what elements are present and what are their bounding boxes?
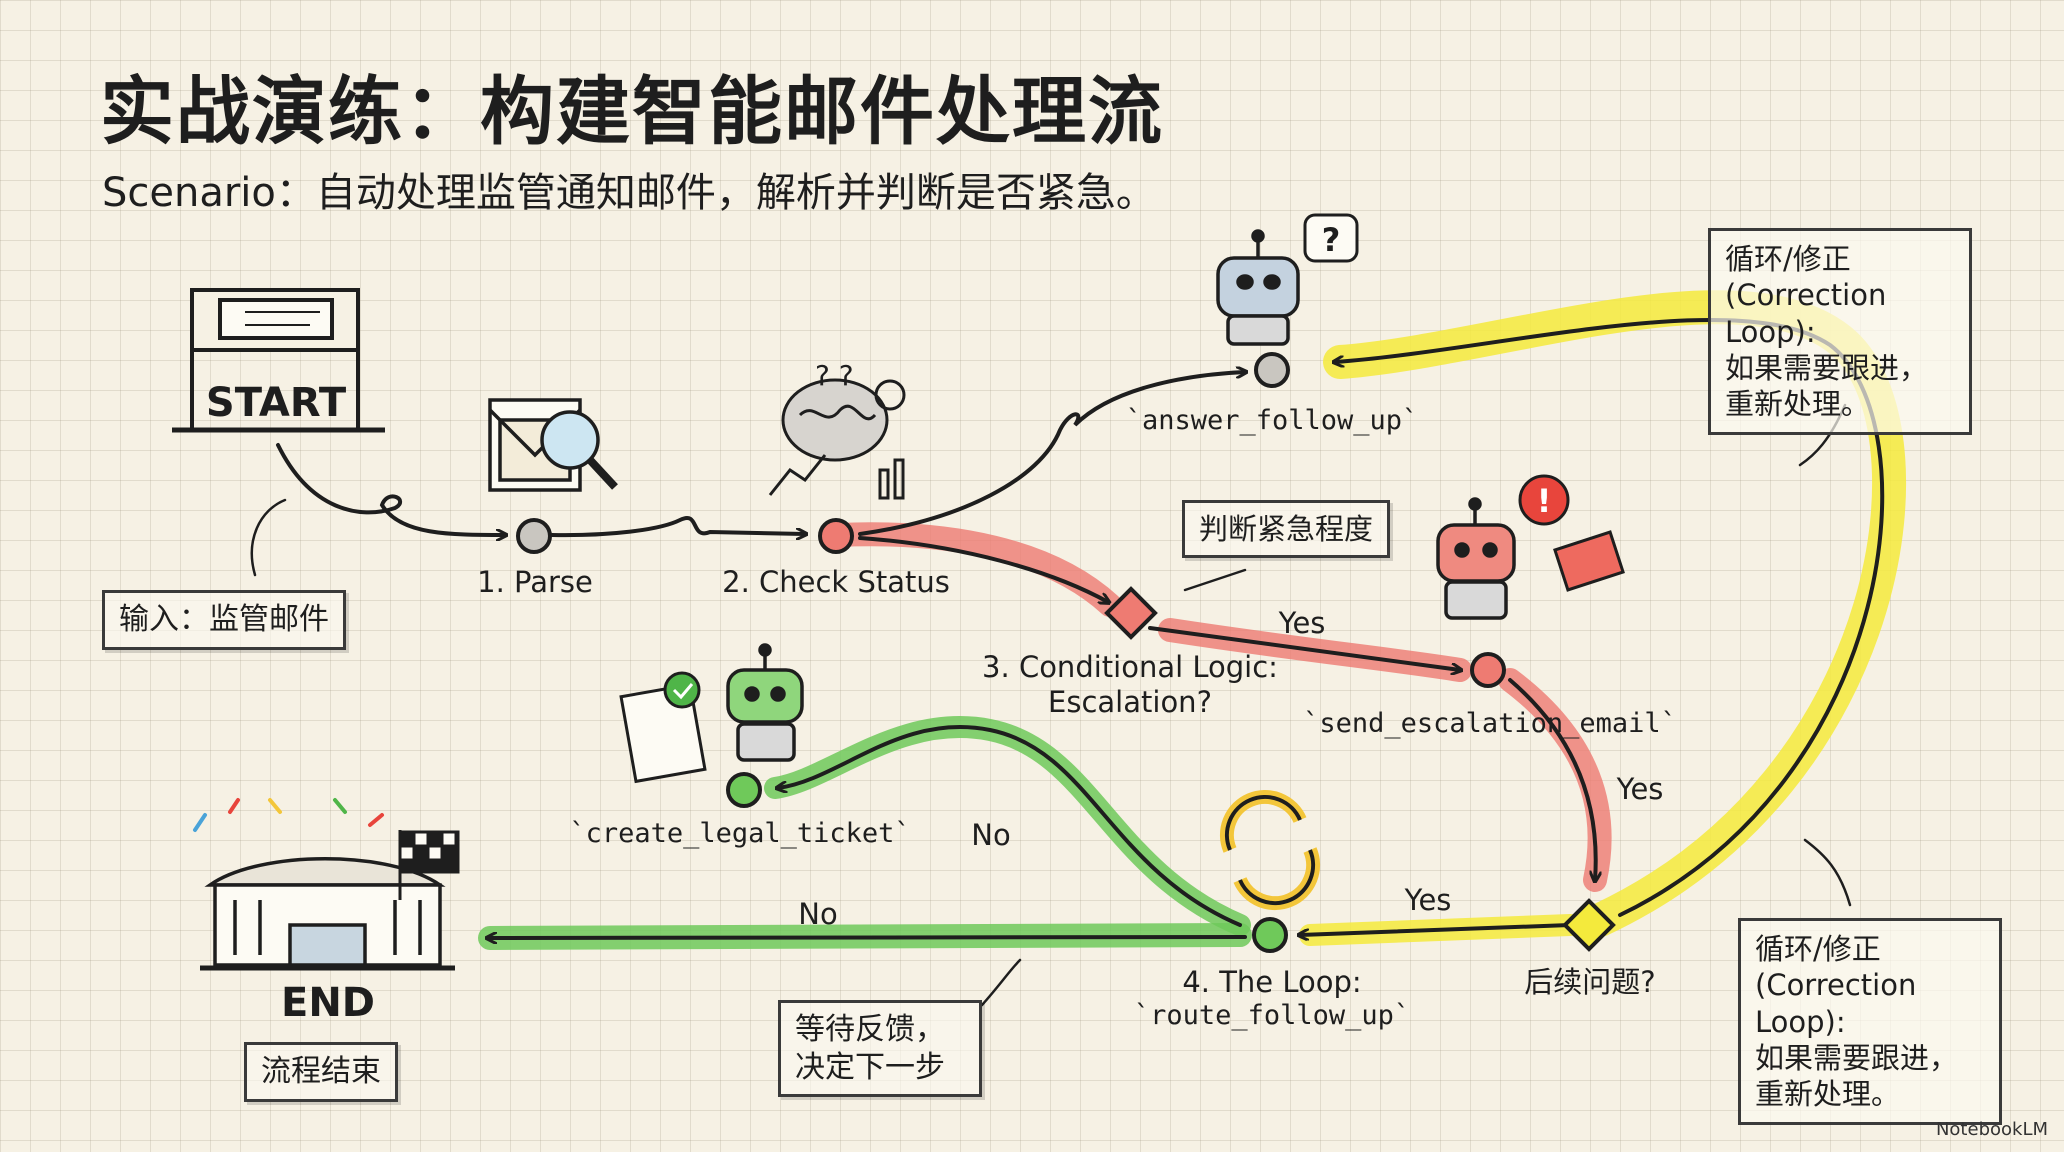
correction-top-line4: 重新处理。	[1725, 387, 1871, 421]
robot-alert-icon	[1436, 497, 1516, 620]
edge-wait-pointer	[980, 958, 1022, 1007]
alert-bubble-icon	[1518, 474, 1570, 526]
check-status-label: 2. Check Status	[722, 565, 950, 599]
mail-icon	[1553, 530, 1625, 592]
node-conditional-diamond	[1104, 586, 1158, 640]
edge-urgency-pointer	[1183, 568, 1247, 592]
document-check-icon	[619, 671, 707, 784]
correction-bottom-line2: (Correction Loop):	[1755, 968, 1917, 1039]
wait-feedback-note: 等待反馈， 决定下一步	[778, 1000, 982, 1097]
node-send-escalation	[1470, 652, 1506, 688]
loop-refresh-icon	[1219, 789, 1321, 911]
loop-label: 4. The Loop: `route_follow_up`	[1134, 965, 1410, 1032]
conditional-label: 3. Conditional Logic: Escalation?	[982, 650, 1278, 720]
edge-start-parse	[276, 443, 505, 535]
correction-top-line2: (Correction Loop):	[1725, 278, 1887, 349]
node-followup-diamond	[1562, 898, 1616, 952]
edge-parse-check	[550, 516, 805, 535]
edge-label-yes-escalation: Yes	[1278, 606, 1326, 640]
page-title: 实战演练：构建智能邮件处理流	[100, 69, 1164, 155]
followup-question-label: 后续问题?	[1524, 965, 1656, 999]
svg-text:? ?: ? ?	[815, 359, 854, 392]
start-label: START	[205, 380, 347, 426]
robot-question-icon	[1216, 229, 1300, 346]
send-escalation-label: `send_escalation_email`	[1303, 708, 1677, 739]
create-legal-ticket-label: `create_legal_ticket`	[569, 818, 911, 849]
node-route-follow-up	[1252, 917, 1288, 953]
end-label: END	[280, 980, 376, 1026]
correction-loop-note-bottom: 循环/修正 (Correction Loop): 如果需要跟进， 重新处理。	[1738, 918, 2002, 1126]
correction-bottom-line3: 如果需要跟进，	[1755, 1040, 1959, 1075]
edge-label-yes-send: Yes	[1616, 772, 1664, 806]
robot-legal-icon	[726, 643, 804, 762]
svg-text:?: ?	[1322, 221, 1341, 259]
edge-start-note-pointer	[250, 498, 287, 577]
edge-loop-end	[488, 937, 1247, 938]
notebooklm-credit: NotebookLM	[1935, 1119, 2048, 1140]
edge-send-followup	[1508, 678, 1596, 880]
edge-label-no-end: No	[798, 897, 838, 931]
edge-followup-loop	[1300, 923, 1572, 935]
edge-conditional-send	[1148, 626, 1460, 670]
wait-feedback-line1: 等待反馈，	[795, 1012, 945, 1047]
start-gate	[172, 288, 385, 433]
correction-bottom-line4: 重新处理。	[1755, 1077, 1901, 1111]
svg-text:!: !	[1537, 482, 1552, 520]
confetti-icon	[193, 798, 384, 832]
correction-loop-note-top: 循环/修正 (Correction Loop): 如果需要跟进， 重新处理。	[1708, 228, 1972, 436]
input-note: 输入：监管邮件	[102, 590, 346, 650]
conditional-label-line2: Escalation?	[1048, 684, 1212, 719]
end-building-icon	[200, 857, 455, 971]
edge-label-yes-loop: Yes	[1404, 883, 1452, 917]
correction-bottom-line1: 循环/修正	[1755, 932, 1881, 966]
question-bubble-icon	[1303, 213, 1359, 263]
correction-top-line3: 如果需要跟进，	[1725, 350, 1929, 385]
loop-label-line2: `route_follow_up`	[1133, 999, 1411, 1031]
node-parse	[516, 518, 552, 554]
envelope-icon	[488, 398, 618, 492]
checkered-flag-icon	[398, 830, 460, 900]
red-check-band	[826, 522, 1122, 617]
wait-feedback-line2: 决定下一步	[795, 1049, 945, 1085]
edge-label-no-legal: No	[971, 818, 1011, 852]
parse-label: 1. Parse	[477, 565, 593, 599]
red-down-band	[1498, 668, 1612, 892]
edge-check-answer	[858, 372, 1245, 536]
edge-check-conditional	[858, 536, 1108, 602]
node-check-status	[818, 518, 854, 554]
urgency-note: 判断紧急程度	[1182, 500, 1391, 559]
end-note: 流程结束	[244, 1042, 398, 1102]
page-subtitle: Scenario：自动处理监管通知邮件，解析并判断是否紧急。	[102, 170, 1156, 216]
edge-loop-legal	[778, 724, 1242, 927]
answer-follow-up-label: `answer_follow_up`	[1125, 405, 1419, 436]
correction-top-line1: 循环/修正	[1725, 242, 1851, 276]
node-answer-follow-up	[1254, 352, 1290, 388]
conditional-label-line1: 3. Conditional Logic:	[982, 650, 1278, 684]
loop-label-line1: 4. The Loop:	[1182, 965, 1362, 999]
node-create-legal-ticket	[726, 772, 762, 808]
brain-icon	[768, 378, 906, 500]
edge-note-bottom-pointer	[1803, 838, 1852, 907]
